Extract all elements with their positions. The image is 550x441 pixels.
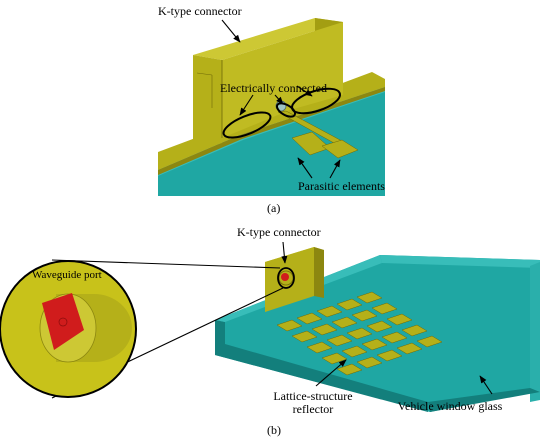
connector-top-a (193, 18, 343, 60)
connection-ellipse-right (291, 87, 341, 115)
panel-a: K-type connector Electrically connected … (158, 4, 385, 215)
waveguide-port (42, 293, 84, 350)
glass-substrate-a (158, 87, 385, 196)
glass-far-wall (380, 255, 540, 268)
glass-left-edge (215, 320, 428, 412)
caption-a: (a) (267, 201, 280, 215)
lattice-reflector (276, 291, 443, 376)
reflector-label-2: reflector (293, 402, 334, 416)
parasitic-element-2 (321, 139, 359, 159)
connection-ellipse-left (222, 111, 272, 139)
connection-ellipse-center (275, 102, 297, 118)
connector-body-a (222, 22, 343, 138)
parasitic-label: Parasitic elements (298, 179, 385, 193)
connection-label: Electrically connected (220, 81, 327, 95)
panel-b: K-type connector Waveguide port Lattice-… (0, 225, 540, 437)
reflector-label-1: Lattice-structure (273, 389, 352, 403)
connector-label-b: K-type connector (237, 225, 321, 239)
glass-label: Vehicle window glass (398, 399, 503, 413)
glass-right-wall (530, 262, 540, 402)
connector-side-b (314, 247, 324, 298)
glass-front-edge (428, 388, 540, 412)
caption-b: (b) (267, 423, 281, 437)
connector-front-a (193, 55, 222, 152)
port-highlight-ellipse (277, 267, 295, 289)
connector-label-a: K-type connector (158, 4, 242, 18)
ground-strip-front (158, 87, 385, 175)
port-label: Waveguide port (32, 269, 102, 281)
